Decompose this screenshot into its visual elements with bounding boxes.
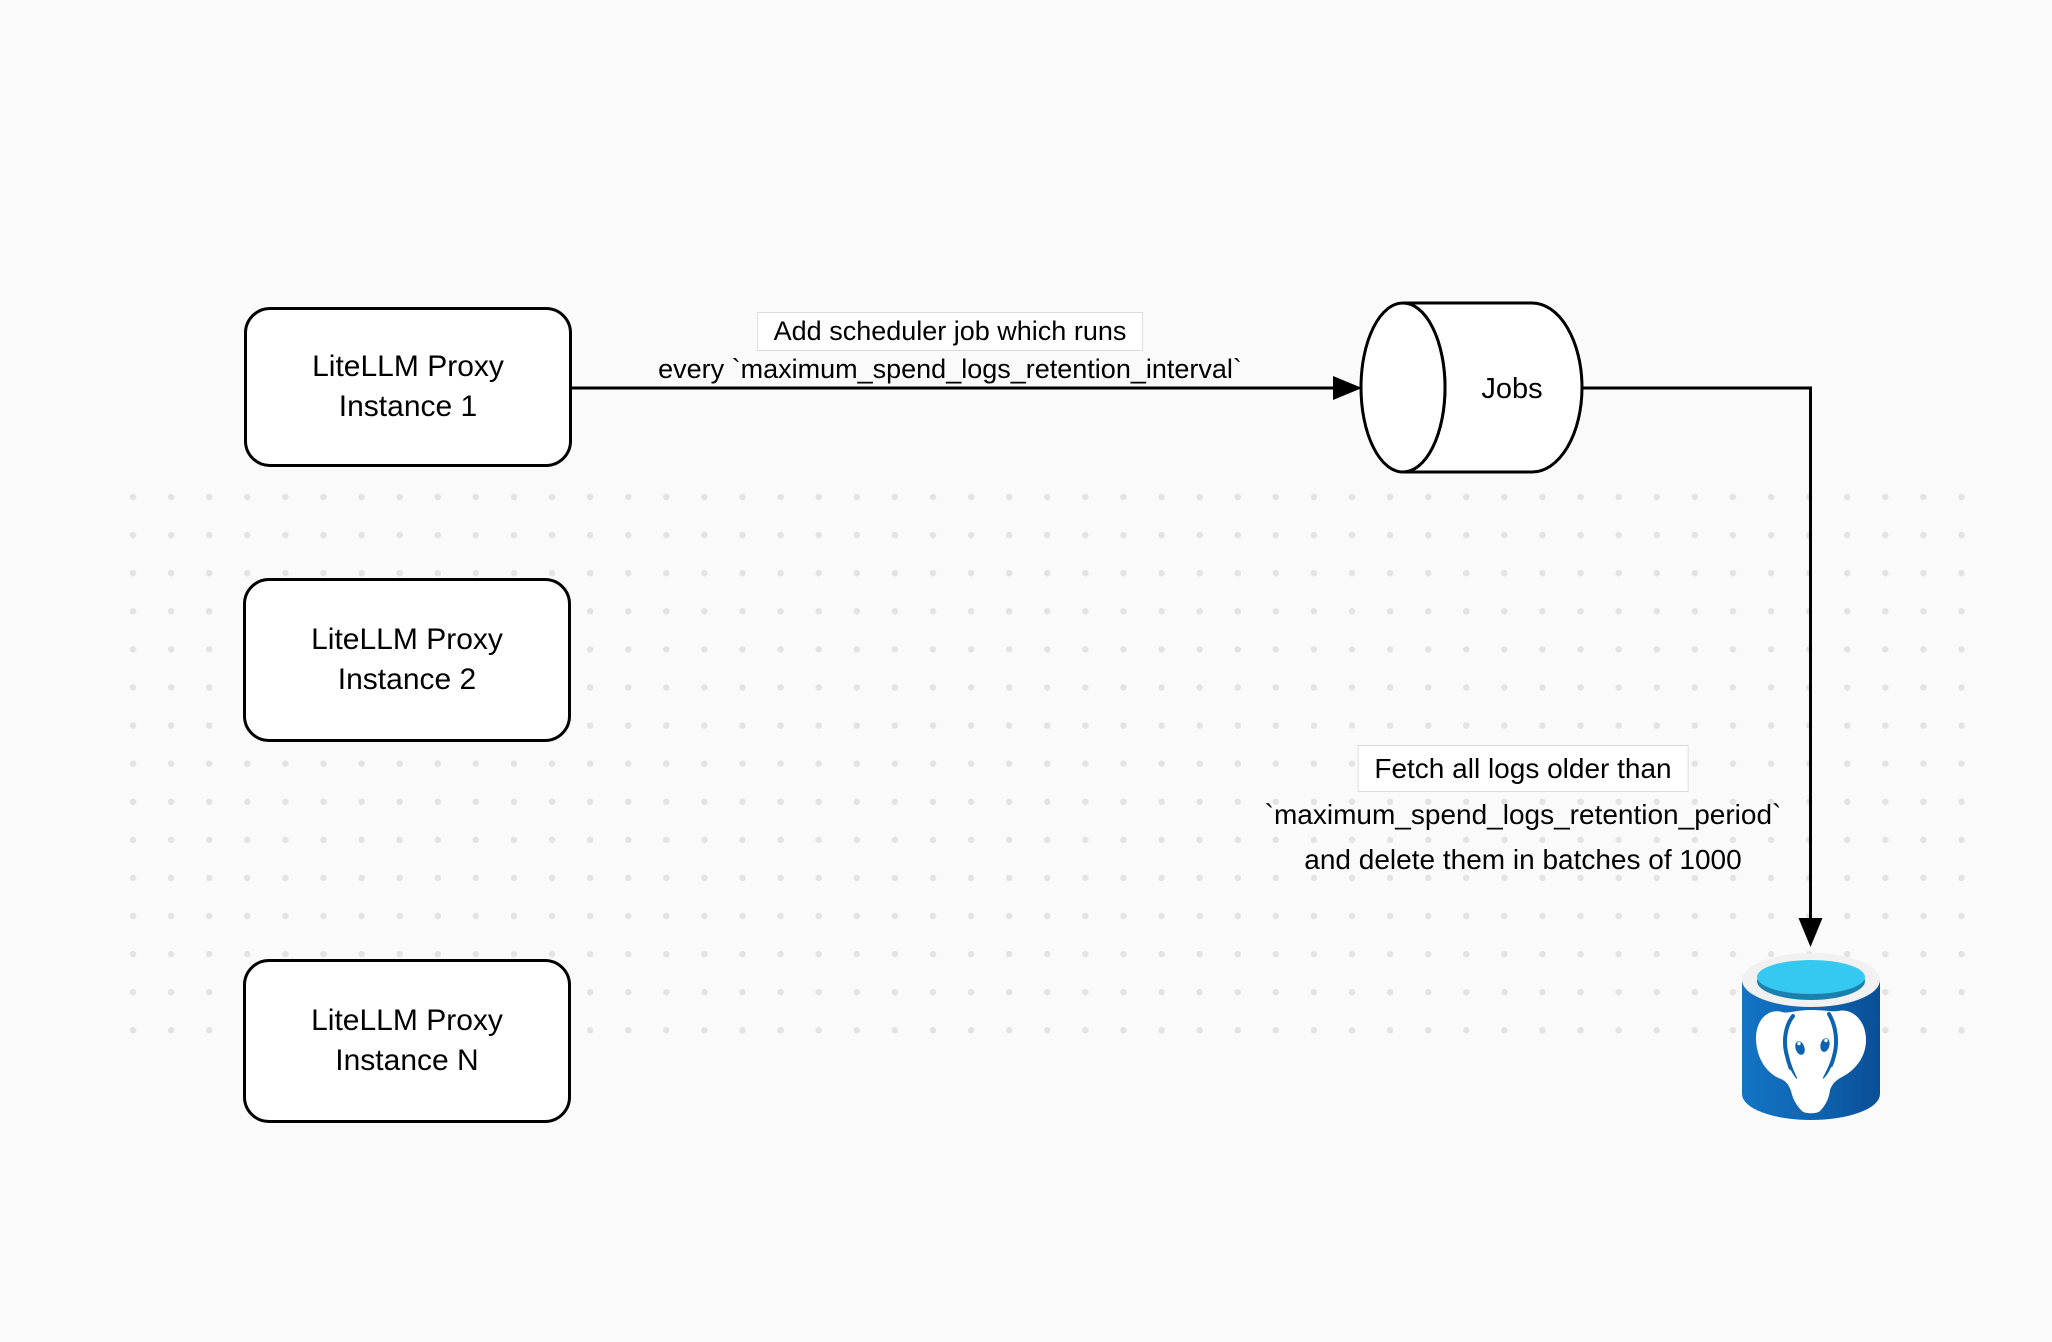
- edge-label-scheduler: Add scheduler job which runs every `maxi…: [658, 312, 1242, 388]
- node-label: Instance 2: [337, 663, 477, 696]
- arrowhead-right-icon: [1333, 376, 1362, 400]
- edge-label-fetch-logs: Fetch all logs older than `maximum_spend…: [1264, 745, 1782, 882]
- node-litellm-proxy-instance-2: LiteLLM Proxy Instance 2: [243, 578, 571, 742]
- node-label: Jobs: [1481, 373, 1542, 405]
- postgresql-database-icon: [1742, 953, 1880, 1120]
- edge-label-line: and delete them in batches of 1000: [1304, 844, 1742, 875]
- arrowhead-down-icon: [1798, 918, 1823, 947]
- edge-scheduler-arrow: [572, 376, 1362, 400]
- queue-cylinder-icon: [1359, 301, 1584, 474]
- node-litellm-proxy-instance-n: LiteLLM Proxy Instance N: [243, 959, 571, 1123]
- node-label: Instance N: [335, 1044, 479, 1077]
- edge-label-line: Fetch all logs older than: [1357, 745, 1689, 792]
- node-litellm-proxy-instance-1: LiteLLM Proxy Instance 1: [244, 307, 572, 467]
- edge-label-line: Add scheduler job which runs: [756, 312, 1144, 351]
- node-label: Instance 1: [338, 390, 478, 423]
- node-label: LiteLLM Proxy: [311, 1004, 503, 1037]
- edge-label-line: every `maximum_spend_logs_retention_inte…: [658, 354, 1242, 384]
- node-jobs-queue: Jobs: [1359, 301, 1584, 474]
- node-label: LiteLLM Proxy: [311, 623, 503, 656]
- postgres-elephant-icon: [1756, 1010, 1866, 1114]
- edge-label-line: `maximum_spend_logs_retention_period`: [1264, 799, 1782, 830]
- edge-fetch-arrow: [1582, 386, 1823, 947]
- node-label: LiteLLM Proxy: [312, 350, 504, 383]
